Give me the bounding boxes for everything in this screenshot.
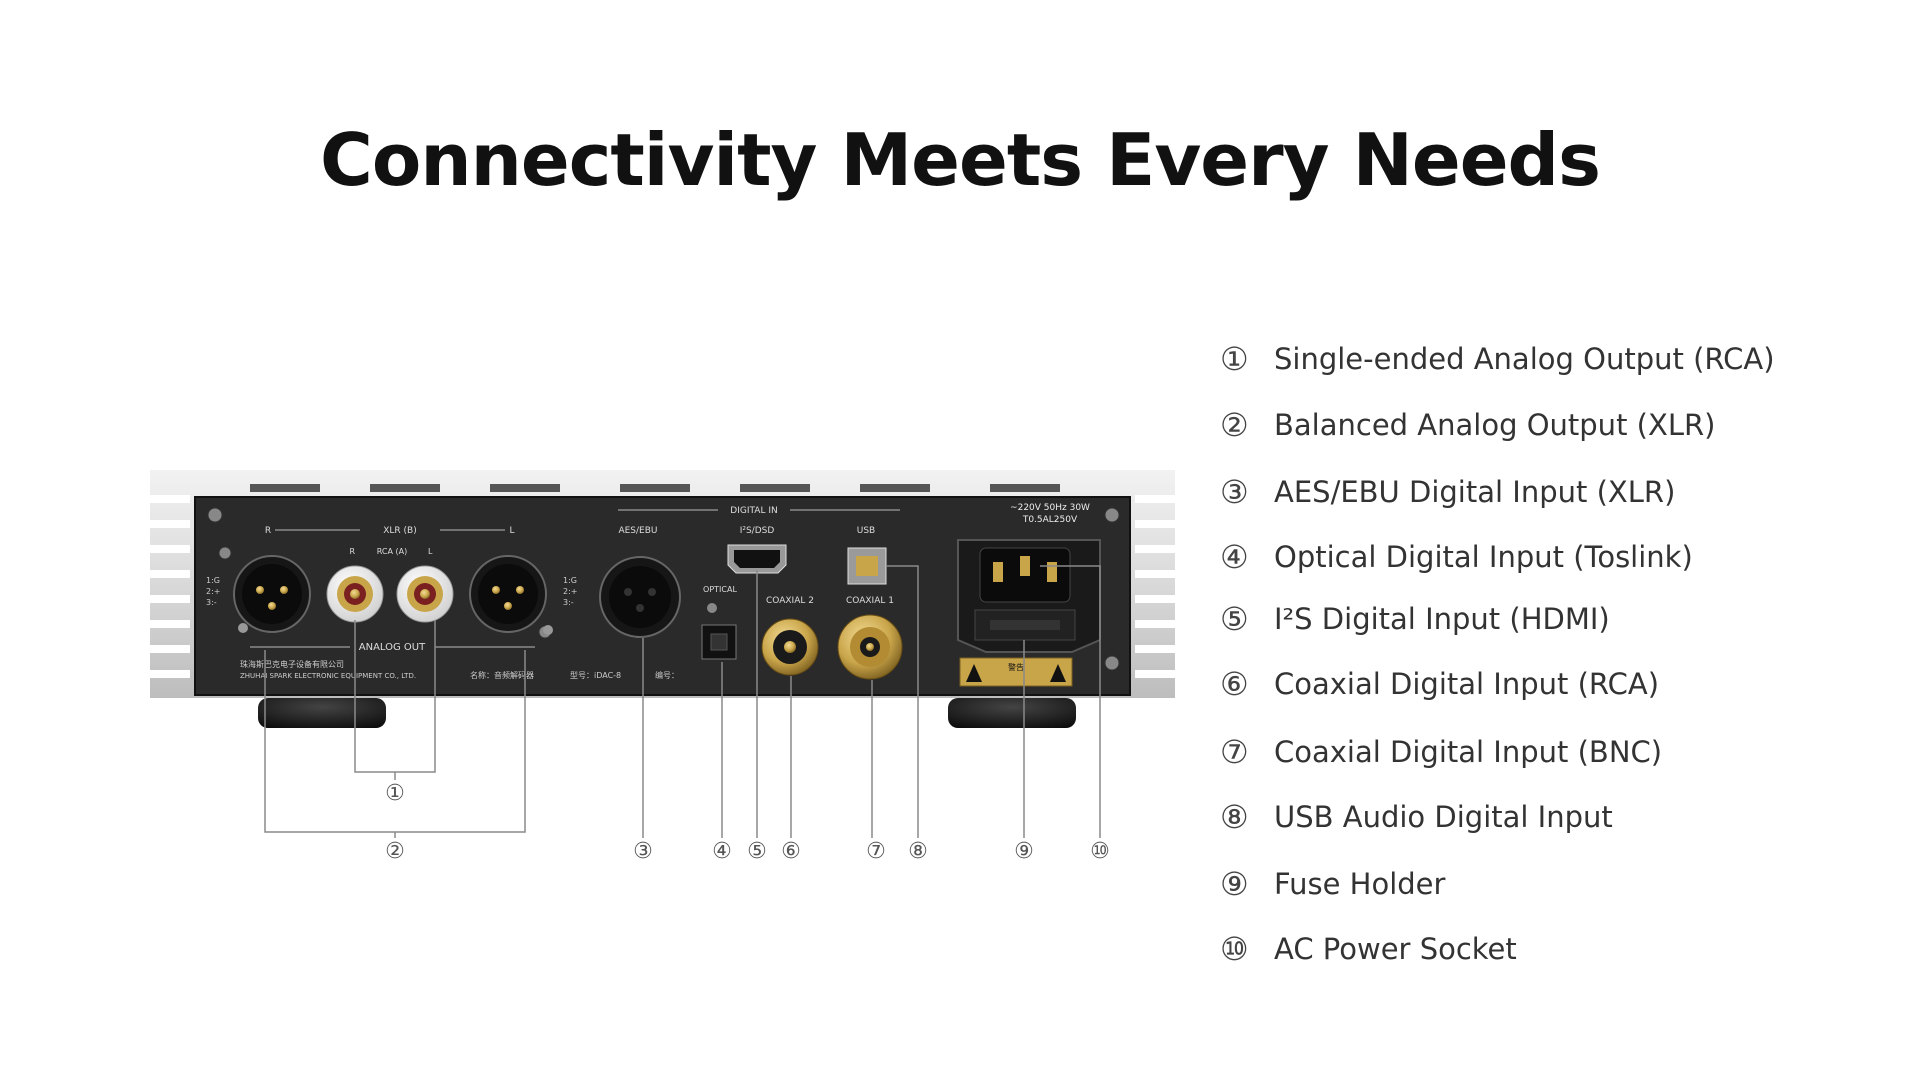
heatsink-fins-right xyxy=(1135,495,1175,678)
rca-output-right-connector xyxy=(326,565,384,623)
legend-number: ⑧ xyxy=(1220,798,1249,836)
maker-name-en: ZHUHAI SPARK ELECTRONIC EQUIPMENT CO., L… xyxy=(240,672,416,680)
label-i2s-dsd: I²S/DSD xyxy=(740,526,775,536)
optical-screw xyxy=(707,603,717,613)
legend-item: ⑦ Coaxial Digital Input (BNC) xyxy=(1220,733,1662,771)
warning-label: 警告 xyxy=(959,657,1073,687)
label-l-xlr: L xyxy=(509,526,514,536)
product-name-cn: 名称：音频解码器 xyxy=(470,670,534,680)
label-digital-in: DIGITAL IN xyxy=(730,506,777,516)
legend-item: ⑥ Coaxial Digital Input (RCA) xyxy=(1220,665,1659,703)
serial-number: 编号： xyxy=(655,670,679,680)
pin-legend-left-3: 3:- xyxy=(206,598,217,607)
callout-4: ④ xyxy=(712,839,732,864)
page-title: Connectivity Meets Every Needs xyxy=(320,118,1601,202)
label-aes-ebu: AES/EBU xyxy=(618,526,657,536)
legend-item: ⑤ I²S Digital Input (HDMI) xyxy=(1220,600,1610,638)
legend-number: ⑦ xyxy=(1220,733,1249,771)
legend-label: USB Audio Digital Input xyxy=(1274,800,1613,834)
label-optical: OPTICAL xyxy=(703,585,737,594)
legend-item: ② Balanced Analog Output (XLR) xyxy=(1220,406,1715,444)
label-l-rca: L xyxy=(428,547,433,556)
callout-5: ⑤ xyxy=(747,839,767,864)
legend-label: Coaxial Digital Input (BNC) xyxy=(1274,735,1663,769)
xlr-output-right-connector xyxy=(233,555,311,633)
label-rca-a: RCA (A) xyxy=(377,547,407,556)
legend-label: AES/EBU Digital Input (XLR) xyxy=(1274,475,1676,509)
hdmi-i2s-input-connector xyxy=(727,544,787,574)
callout-3: ③ xyxy=(633,839,653,864)
pin-legend-right-2: 2:+ xyxy=(563,587,578,596)
legend-item: ④ Optical Digital Input (Toslink) xyxy=(1220,538,1693,576)
svg-text:警告: 警告 xyxy=(1008,662,1024,672)
aes-ebu-input-connector xyxy=(599,556,681,638)
legend-label: Optical Digital Input (Toslink) xyxy=(1274,540,1693,574)
legend-number: ⑤ xyxy=(1220,600,1249,638)
legend-label: AC Power Socket xyxy=(1274,932,1517,966)
leader-lines xyxy=(264,565,1101,838)
legend-item: ⑧ USB Audio Digital Input xyxy=(1220,798,1613,836)
legend-number: ⑩ xyxy=(1220,930,1249,968)
legend-number: ② xyxy=(1220,406,1249,444)
model-number: 型号：iDAC-8 xyxy=(570,671,621,680)
ac-inlet-module xyxy=(957,539,1101,653)
optical-input-connector xyxy=(701,624,737,660)
heatsink-fins-left xyxy=(150,495,190,678)
power-rating-line-2: T0.5AL250V xyxy=(1022,515,1078,525)
legend-number: ⑨ xyxy=(1220,865,1249,903)
pin-legend-right-3: 3:- xyxy=(563,598,574,607)
legend-number: ④ xyxy=(1220,538,1249,576)
callout-1: ① xyxy=(385,781,405,806)
maker-name-cn: 珠海斯巴克电子设备有限公司 xyxy=(240,659,344,669)
pin-legend-right-1: 1:G xyxy=(563,576,577,585)
foot-left xyxy=(258,698,386,728)
pin-legend-left-2: 2:+ xyxy=(206,587,221,596)
legend-label: Coaxial Digital Input (RCA) xyxy=(1274,667,1660,701)
label-r-xlr: R xyxy=(265,526,271,536)
label-r-rca: R xyxy=(349,547,355,556)
label-coaxial-1: COAXIAL 1 xyxy=(846,596,894,606)
legend-label: Balanced Analog Output (XLR) xyxy=(1274,408,1716,442)
usb-input-connector xyxy=(847,547,887,585)
callout-7: ⑦ xyxy=(866,839,886,864)
legend-number: ③ xyxy=(1220,473,1249,511)
callout-6: ⑥ xyxy=(781,839,801,864)
label-xlr-b: XLR (B) xyxy=(383,526,417,536)
power-rating-line-1: ~220V 50Hz 30W xyxy=(1010,503,1090,513)
legend-label: I²S Digital Input (HDMI) xyxy=(1274,602,1610,636)
callout-2: ② xyxy=(385,839,405,864)
label-analog-out: ANALOG OUT xyxy=(359,642,426,653)
label-usb: USB xyxy=(857,526,875,536)
legend-label: Single-ended Analog Output (RCA) xyxy=(1274,342,1775,376)
legend-item: ⑩ AC Power Socket xyxy=(1220,930,1517,968)
pin-legend-left-1: 1:G xyxy=(206,576,220,585)
callout-8: ⑧ xyxy=(908,839,928,864)
label-coaxial-2: COAXIAL 2 xyxy=(766,596,814,606)
legend-label: Fuse Holder xyxy=(1274,867,1446,901)
legend-item: ⑨ Fuse Holder xyxy=(1220,865,1445,903)
callout-10: ⑩ xyxy=(1090,839,1110,864)
rear-panel: XLR (B) R L R RCA (A) L 1:G 2:+ 3:- 1:G … xyxy=(194,496,1131,696)
legend-item: ③ AES/EBU Digital Input (XLR) xyxy=(1220,473,1675,511)
legend-number: ① xyxy=(1220,340,1249,378)
coaxial-bnc-input-connector xyxy=(837,614,903,680)
foot-right xyxy=(948,698,1076,728)
legend-item: ① Single-ended Analog Output (RCA) xyxy=(1220,340,1775,378)
callout-9: ⑨ xyxy=(1014,839,1034,864)
legend-number: ⑥ xyxy=(1220,665,1249,703)
rca-output-left-connector xyxy=(396,565,454,623)
callout-numbers: ① ② ③ ④ ⑤ ⑥ ⑦ ⑧ ⑨ ⑩ xyxy=(385,781,1110,864)
xlr-output-left-connector xyxy=(469,555,553,635)
coaxial-rca-input-connector xyxy=(761,618,819,676)
